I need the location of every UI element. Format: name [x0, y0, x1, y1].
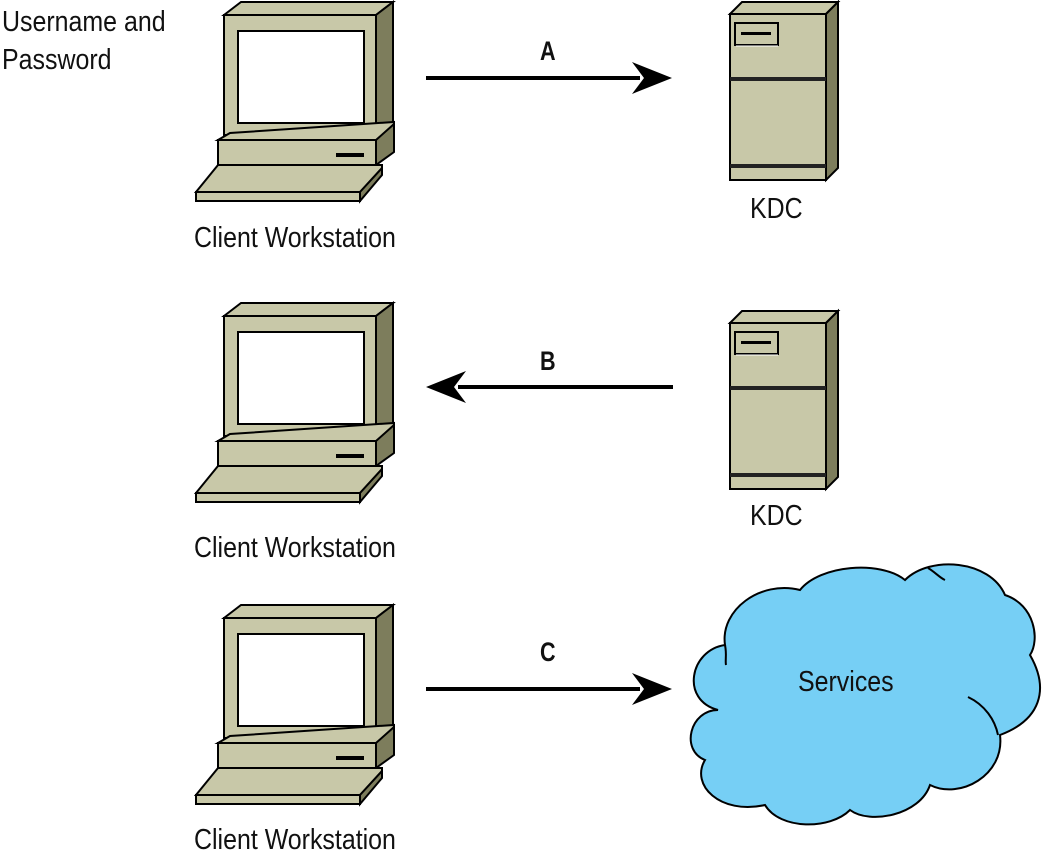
arrow-a [426, 62, 672, 94]
services-cloud [689, 563, 1041, 826]
kdc-server-a [729, 1, 839, 181]
client-label-b: Client Workstation [194, 532, 396, 564]
step-label-a: A [539, 36, 556, 66]
client-workstation-b [195, 302, 395, 503]
step-label-c: C [539, 637, 556, 667]
kdc-label-b: KDC [750, 500, 803, 532]
step-label-b: B [539, 346, 556, 376]
client-label-c: Client Workstation [194, 824, 396, 856]
kdc-label-a: KDC [750, 193, 803, 225]
services-label: Services [798, 666, 894, 698]
input-note-line-1: Username and [2, 6, 166, 38]
arrow-c [426, 673, 672, 705]
client-label-a: Client Workstation [194, 222, 396, 254]
client-workstation-a [195, 1, 395, 202]
arrow-b [426, 371, 673, 403]
client-workstation-c [195, 604, 395, 805]
kdc-server-b [729, 310, 839, 490]
input-note-line-2: Password [2, 44, 112, 76]
